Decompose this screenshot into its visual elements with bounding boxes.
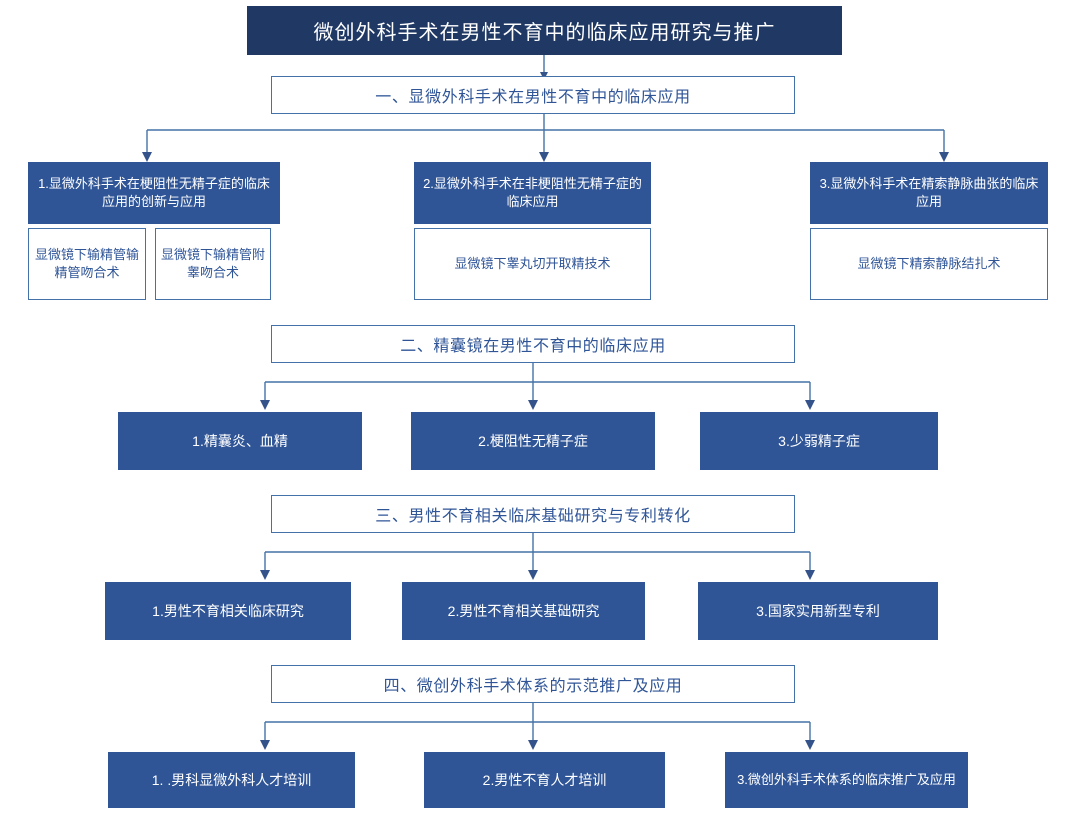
section-header-2[interactable]: 二、精囊镜在男性不育中的临床应用 xyxy=(271,325,795,363)
page-title: 微创外科手术在男性不育中的临床应用研究与推广 xyxy=(247,6,842,55)
node-4-2[interactable]: 2.男性不育人才培训 xyxy=(424,752,665,808)
node-2-1[interactable]: 1.精囊炎、血精 xyxy=(118,412,362,470)
node-2-2[interactable]: 2.梗阻性无精子症 xyxy=(411,412,655,470)
node-1-1[interactable]: 1.显微外科手术在梗阻性无精子症的临床应用的创新与应用 xyxy=(28,162,280,224)
node-1-1-child-1[interactable]: 显微镜下输精管输精管吻合术 xyxy=(28,228,146,300)
node-2-3[interactable]: 3.少弱精子症 xyxy=(700,412,938,470)
node-1-1-child-2[interactable]: 显微镜下输精管附睾吻合术 xyxy=(155,228,271,300)
section-header-1[interactable]: 一、显微外科手术在男性不育中的临床应用 xyxy=(271,76,795,114)
node-1-3[interactable]: 3.显微外科手术在精索静脉曲张的临床应用 xyxy=(810,162,1048,224)
section-header-4[interactable]: 四、微创外科手术体系的示范推广及应用 xyxy=(271,665,795,703)
node-1-2-child-1[interactable]: 显微镜下睾丸切开取精技术 xyxy=(414,228,651,300)
node-4-3[interactable]: 3.微创外科手术体系的临床推广及应用 xyxy=(725,752,968,808)
node-1-2[interactable]: 2.显微外科手术在非梗阻性无精子症的临床应用 xyxy=(414,162,651,224)
node-3-1[interactable]: 1.男性不育相关临床研究 xyxy=(105,582,351,640)
node-1-3-child-1[interactable]: 显微镜下精索静脉结扎术 xyxy=(810,228,1048,300)
node-4-1[interactable]: 1. .男科显微外科人才培训 xyxy=(108,752,355,808)
section-header-3[interactable]: 三、男性不育相关临床基础研究与专利转化 xyxy=(271,495,795,533)
node-3-3[interactable]: 3.国家实用新型专利 xyxy=(698,582,938,640)
node-3-2[interactable]: 2.男性不育相关基础研究 xyxy=(402,582,645,640)
